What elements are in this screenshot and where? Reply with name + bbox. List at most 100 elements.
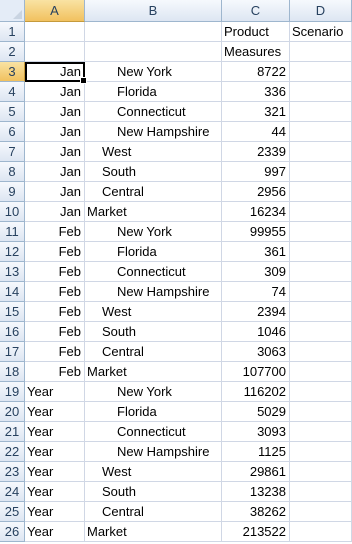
period-cell[interactable]: Feb — [25, 322, 85, 342]
period-cell[interactable]: Feb — [25, 282, 85, 302]
empty-cell[interactable] — [290, 122, 352, 142]
row-header[interactable]: 11 — [0, 222, 25, 242]
cell-d2[interactable] — [290, 42, 352, 62]
region-cell[interactable]: Connecticut — [85, 262, 222, 282]
row-header[interactable]: 3 — [0, 62, 25, 82]
region-cell[interactable]: Connecticut — [85, 422, 222, 442]
value-cell[interactable]: 13238 — [222, 482, 290, 502]
period-cell[interactable]: Year — [25, 522, 85, 542]
row-header[interactable]: 10 — [0, 202, 25, 222]
empty-cell[interactable] — [290, 422, 352, 442]
period-cell[interactable]: Jan — [25, 102, 85, 122]
column-header-d[interactable]: D — [290, 0, 352, 22]
value-cell[interactable]: 2956 — [222, 182, 290, 202]
cell-c2[interactable]: Measures — [222, 42, 290, 62]
region-cell[interactable]: West — [85, 462, 222, 482]
empty-cell[interactable] — [290, 402, 352, 422]
empty-cell[interactable] — [290, 342, 352, 362]
period-cell[interactable]: Feb — [25, 242, 85, 262]
row-header[interactable]: 26 — [0, 522, 25, 542]
row-header[interactable]: 17 — [0, 342, 25, 362]
empty-cell[interactable] — [290, 222, 352, 242]
period-cell[interactable]: Feb — [25, 222, 85, 242]
value-cell[interactable]: 309 — [222, 262, 290, 282]
period-cell[interactable]: Feb — [25, 262, 85, 282]
row-header[interactable]: 23 — [0, 462, 25, 482]
row-header[interactable]: 7 — [0, 142, 25, 162]
row-header[interactable]: 19 — [0, 382, 25, 402]
cell-b1[interactable] — [85, 22, 222, 42]
period-cell[interactable]: Year — [25, 402, 85, 422]
empty-cell[interactable] — [290, 102, 352, 122]
value-cell[interactable]: 213522 — [222, 522, 290, 542]
period-cell[interactable]: Feb — [25, 342, 85, 362]
region-cell[interactable]: Market — [85, 202, 222, 222]
period-cell[interactable]: Year — [25, 382, 85, 402]
region-cell[interactable]: South — [85, 482, 222, 502]
empty-cell[interactable] — [290, 82, 352, 102]
row-header[interactable]: 16 — [0, 322, 25, 342]
region-cell[interactable]: New York — [85, 62, 222, 82]
region-cell[interactable]: Connecticut — [85, 102, 222, 122]
period-cell[interactable]: Year — [25, 442, 85, 462]
value-cell[interactable]: 8722 — [222, 62, 290, 82]
row-header[interactable]: 12 — [0, 242, 25, 262]
value-cell[interactable]: 361 — [222, 242, 290, 262]
value-cell[interactable]: 5029 — [222, 402, 290, 422]
region-cell[interactable]: New Hampshire — [85, 122, 222, 142]
row-header[interactable]: 18 — [0, 362, 25, 382]
value-cell[interactable]: 2339 — [222, 142, 290, 162]
period-cell[interactable]: Year — [25, 482, 85, 502]
region-cell[interactable]: Central — [85, 182, 222, 202]
period-cell[interactable]: Feb — [25, 362, 85, 382]
column-header-c[interactable]: C — [222, 0, 290, 22]
period-cell[interactable]: Jan — [25, 122, 85, 142]
region-cell[interactable]: New York — [85, 382, 222, 402]
region-cell[interactable]: Florida — [85, 402, 222, 422]
region-cell[interactable]: Market — [85, 522, 222, 542]
row-header[interactable]: 5 — [0, 102, 25, 122]
cell-d1[interactable]: Scenario — [290, 22, 352, 42]
empty-cell[interactable] — [290, 522, 352, 542]
empty-cell[interactable] — [290, 282, 352, 302]
row-header[interactable]: 6 — [0, 122, 25, 142]
region-cell[interactable]: Central — [85, 502, 222, 522]
value-cell[interactable]: 2394 — [222, 302, 290, 322]
empty-cell[interactable] — [290, 202, 352, 222]
region-cell[interactable]: Central — [85, 342, 222, 362]
empty-cell[interactable] — [290, 142, 352, 162]
empty-cell[interactable] — [290, 302, 352, 322]
row-header[interactable]: 13 — [0, 262, 25, 282]
row-header[interactable]: 14 — [0, 282, 25, 302]
value-cell[interactable]: 3093 — [222, 422, 290, 442]
value-cell[interactable]: 44 — [222, 122, 290, 142]
row-header[interactable]: 9 — [0, 182, 25, 202]
period-cell[interactable]: Year — [25, 462, 85, 482]
column-header-b[interactable]: B — [85, 0, 222, 22]
row-header[interactable]: 22 — [0, 442, 25, 462]
empty-cell[interactable] — [290, 62, 352, 82]
period-cell[interactable]: Feb — [25, 302, 85, 322]
empty-cell[interactable] — [290, 502, 352, 522]
value-cell[interactable]: 74 — [222, 282, 290, 302]
value-cell[interactable]: 1046 — [222, 322, 290, 342]
period-cell[interactable]: Year — [25, 422, 85, 442]
empty-cell[interactable] — [290, 462, 352, 482]
select-all-corner[interactable] — [0, 0, 25, 22]
value-cell[interactable]: 99955 — [222, 222, 290, 242]
value-cell[interactable]: 997 — [222, 162, 290, 182]
value-cell[interactable]: 16234 — [222, 202, 290, 222]
row-header[interactable]: 8 — [0, 162, 25, 182]
row-header[interactable]: 21 — [0, 422, 25, 442]
period-cell[interactable]: Jan — [25, 142, 85, 162]
empty-cell[interactable] — [290, 182, 352, 202]
period-cell[interactable]: Jan — [25, 202, 85, 222]
period-cell[interactable]: Year — [25, 502, 85, 522]
region-cell[interactable]: South — [85, 162, 222, 182]
region-cell[interactable]: New Hampshire — [85, 282, 222, 302]
value-cell[interactable]: 107700 — [222, 362, 290, 382]
period-cell[interactable]: Jan — [25, 62, 87, 84]
period-cell[interactable]: Jan — [25, 162, 85, 182]
cell-c1[interactable]: Product — [222, 22, 290, 42]
